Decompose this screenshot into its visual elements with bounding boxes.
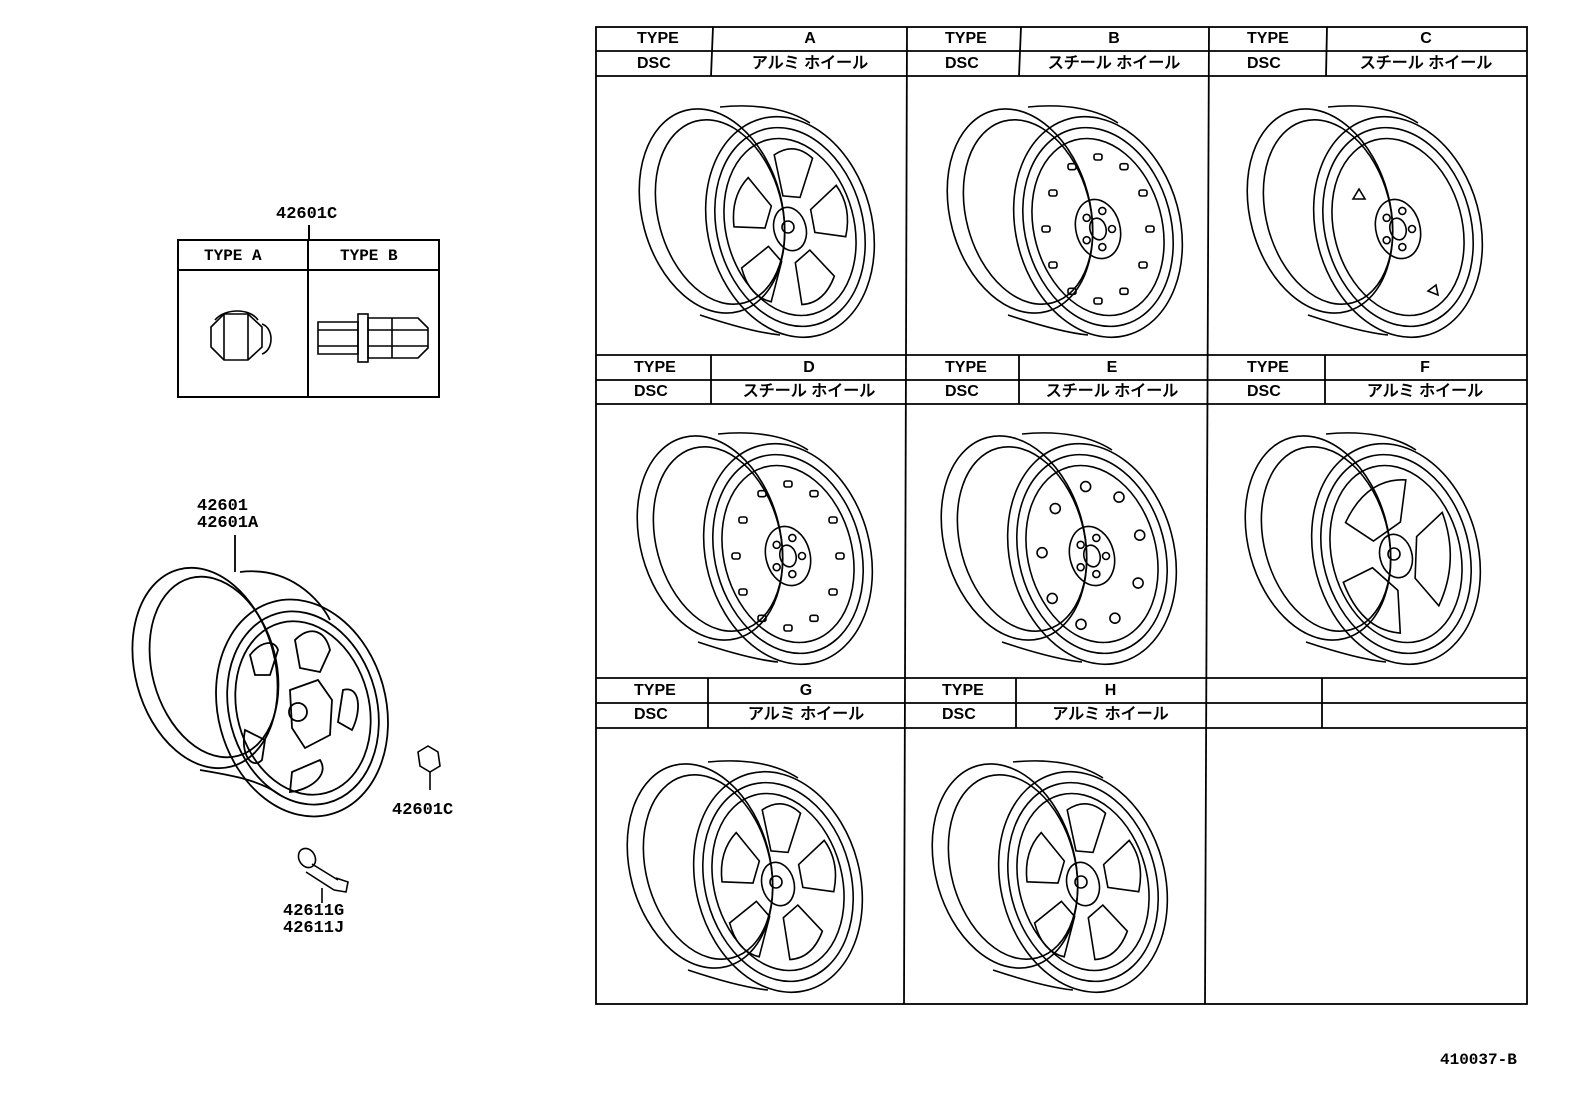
drawing-number: 410037-B xyxy=(1440,1051,1517,1069)
dsc-value-b: スチール ホイール xyxy=(1047,55,1181,72)
type-value-b: B xyxy=(1108,30,1120,47)
dsc-value-e: スチール ホイール xyxy=(1045,383,1179,400)
type-label-f: TYPE xyxy=(1247,359,1289,376)
nut-box-callout: 42601C xyxy=(276,205,338,224)
main-wheel-illustration xyxy=(131,535,389,818)
type-label-g: TYPE xyxy=(634,682,676,699)
dsc-label-h: DSC xyxy=(942,706,976,723)
grid-wheel-illustrations xyxy=(626,105,1484,994)
wheel-type-g-illustration xyxy=(626,760,864,994)
type-value-c: C xyxy=(1420,30,1432,47)
dsc-value-h: アルミ ホイール xyxy=(1052,706,1169,723)
dsc-label-e: DSC xyxy=(945,383,979,400)
type-value-d: D xyxy=(803,359,815,376)
type-label-h: TYPE xyxy=(942,682,984,699)
dsc-label-c: DSC xyxy=(1247,55,1281,72)
dsc-label-a: DSC xyxy=(637,55,671,72)
wheel-type-d-illustration xyxy=(636,432,874,666)
wheel-type-b-illustration xyxy=(946,105,1184,339)
wheel-type-a-illustration xyxy=(638,105,876,339)
valve-stem-illustration xyxy=(297,847,349,903)
type-label-b: TYPE xyxy=(945,30,987,47)
type-value-f: F xyxy=(1420,359,1430,376)
dsc-label-b: DSC xyxy=(945,55,979,72)
wheel-type-f-illustration xyxy=(1244,432,1482,666)
wheel-type-e-illustration xyxy=(940,432,1178,666)
valve-part-number-1: 42611G xyxy=(283,902,345,921)
type-label-c: TYPE xyxy=(1247,30,1289,47)
dsc-value-a: アルミ ホイール xyxy=(751,55,869,72)
dsc-value-c: スチール ホイール xyxy=(1359,55,1493,72)
cap-nut-type-a-illustration xyxy=(210,310,272,361)
dsc-label-f: DSC xyxy=(1247,383,1281,400)
wheel-type-h-illustration xyxy=(931,760,1169,994)
dsc-value-g: アルミ ホイール xyxy=(747,706,865,723)
wheel-part-number-2: 42601A xyxy=(197,514,259,533)
wheel-type-c-illustration xyxy=(1246,105,1484,339)
dsc-label-g: DSC xyxy=(634,706,668,723)
nut-type-a-label: TYPE A xyxy=(204,247,262,265)
type-value-g: G xyxy=(799,682,813,699)
type-value-a: A xyxy=(804,30,816,47)
type-label-d: TYPE xyxy=(634,359,676,376)
nut-type-b-label: TYPE B xyxy=(340,247,398,265)
lug-nut-part-number: 42601C xyxy=(392,801,454,820)
type-value-h: H xyxy=(1104,682,1117,699)
dsc-value-f: アルミ ホイール xyxy=(1366,383,1484,400)
dsc-value-d: スチール ホイール xyxy=(742,383,876,400)
type-label-e: TYPE xyxy=(945,359,987,376)
valve-part-number-2: 42611J xyxy=(283,919,345,938)
wheel-type-grid xyxy=(595,26,1528,1005)
lug-nut-illustration xyxy=(417,745,441,790)
wheel-part-number-1: 42601 xyxy=(197,497,249,516)
long-nut-type-b-illustration xyxy=(317,313,429,363)
type-label-a: TYPE xyxy=(637,30,679,47)
dsc-label-d: DSC xyxy=(634,383,668,400)
lug-nut-type-box xyxy=(177,225,440,398)
type-value-e: E xyxy=(1106,359,1118,376)
